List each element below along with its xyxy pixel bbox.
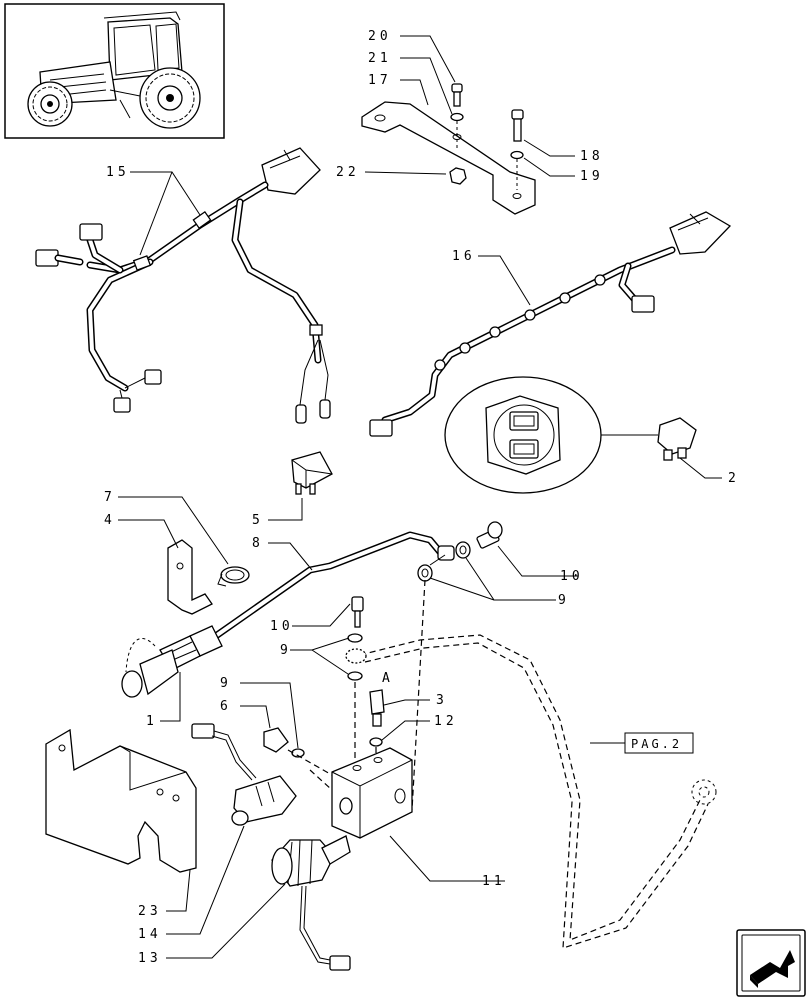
switch-detail-view (444, 376, 697, 494)
wiring-harness-16 (369, 211, 732, 437)
callout-20: 20 (368, 29, 392, 44)
callout-14: 14 (138, 927, 162, 942)
callout-5: 5 (252, 513, 264, 528)
callout-10-upper: 10 (560, 569, 584, 584)
callout-9-left: 9 (220, 676, 232, 691)
valve-block-11 (309, 596, 413, 839)
solenoid-14 (191, 723, 333, 826)
callout-7: 7 (104, 490, 116, 505)
bracket-assembly (361, 83, 536, 215)
tractor-thumbnail (4, 3, 225, 139)
callout-19: 19 (580, 169, 604, 184)
callout-21: 21 (368, 51, 392, 66)
upper-fittings (411, 521, 503, 811)
detail-marker-a: A (382, 671, 394, 686)
callout-1: 1 (146, 714, 158, 729)
relay-5 (291, 451, 333, 495)
solenoid-13 (271, 835, 351, 971)
dashed-pipe-reference (359, 634, 717, 949)
bracket-4-and-clip-7 (167, 539, 250, 615)
callout-8: 8 (252, 536, 264, 551)
callout-4: 4 (104, 513, 116, 528)
callout-18: 18 (580, 149, 604, 164)
callout-15: 15 (106, 165, 130, 180)
next-page-arrow-icon[interactable] (736, 929, 806, 997)
callout-labels: 15 16 20 21 17 22 18 19 2 5 7 4 8 10 9 1… (104, 29, 740, 966)
bracket-23 (45, 728, 197, 873)
callout-17: 17 (368, 73, 392, 88)
callout-16: 16 (452, 249, 476, 264)
callout-13: 13 (138, 951, 162, 966)
wiring-harness-15 (35, 147, 331, 424)
leader-lines (118, 35, 722, 959)
callout-9-upper: 9 (558, 593, 570, 608)
callout-23: 23 (138, 904, 162, 919)
callout-6: 6 (220, 699, 232, 714)
callout-12: 12 (434, 714, 458, 729)
page-reference: PAG.2 (631, 737, 682, 751)
callout-11: 11 (482, 874, 506, 889)
callout-3: 3 (436, 693, 448, 708)
callout-10-mid: 10 (270, 619, 294, 634)
callout-22: 22 (336, 165, 360, 180)
callout-9-mid: 9 (280, 643, 292, 658)
callout-2: 2 (728, 471, 740, 486)
